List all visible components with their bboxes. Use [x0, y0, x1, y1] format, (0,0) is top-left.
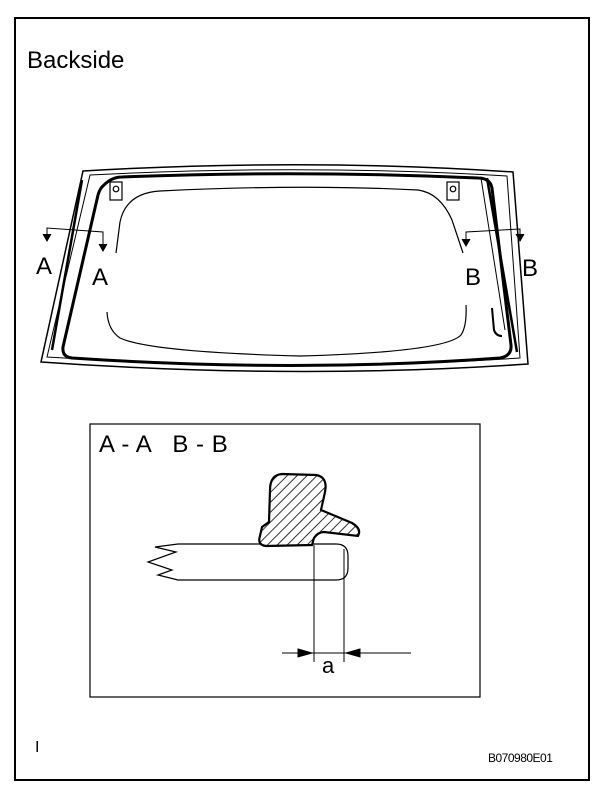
section-arrow-b [461, 228, 525, 248]
dimension-lines [282, 545, 411, 662]
page-title: Backside [27, 47, 125, 74]
right-side-strip-2 [480, 177, 506, 331]
section-label-b-right: B [522, 255, 539, 282]
glass-drawing [40, 163, 529, 373]
molding-section [258, 472, 361, 548]
page-marker: I [35, 739, 40, 756]
figure-code: B070980E01 [488, 751, 553, 765]
left-side-strip [50, 179, 84, 351]
lower-right-detail [491, 307, 503, 337]
section-arrow-a [42, 227, 108, 253]
detail-title: A - A B - B [99, 431, 229, 458]
clip-left [109, 181, 123, 201]
section-label-b-left: B [465, 264, 482, 291]
visible-area-top [115, 186, 464, 254]
section-label-a-left: A [36, 253, 53, 280]
section-label-a-right: A [92, 264, 109, 291]
page-border [14, 17, 590, 781]
right-side-strip [485, 177, 519, 353]
dimension-label: a [322, 653, 335, 678]
glass-outer-edge [40, 163, 529, 373]
glass-section [146, 543, 349, 581]
clip-right [446, 181, 460, 201]
glass-ceramic-border [61, 172, 513, 367]
visible-area-bottom [106, 304, 467, 357]
